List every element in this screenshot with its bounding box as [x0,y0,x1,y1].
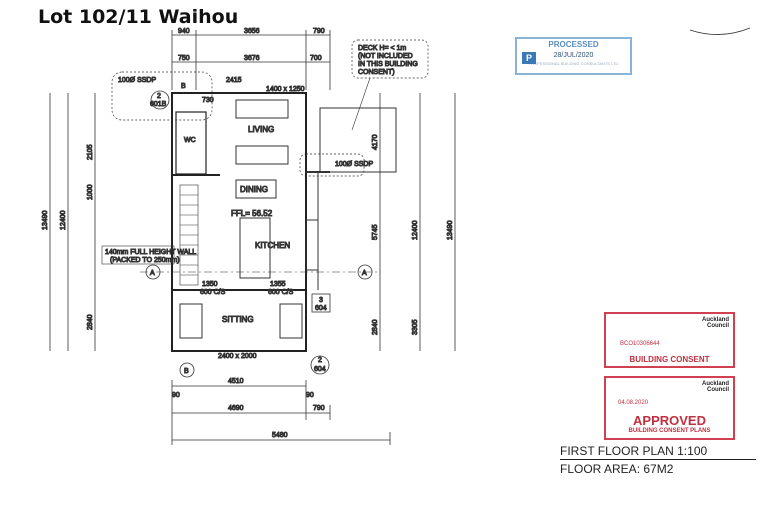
dimension-lines-bottom [171,380,391,445]
stair [179,184,199,286]
section-marker-b: B [181,83,186,90]
detail-marker: 2 [157,93,161,100]
room-label-dining: DINING [240,185,268,194]
dimension-lines-left [49,93,456,351]
dim-label: 13490 [42,210,49,230]
detail-marker: 604 [315,305,327,312]
section-marker-b: B [184,368,189,375]
dim-label: 4690 [228,405,244,412]
detail-marker: 2 [318,357,322,364]
dim-label: 700 [310,55,322,62]
dim-label: 3656 [244,28,260,35]
deck-note: CONSENT) [358,69,395,76]
dim-label: 13490 [447,220,454,240]
approved-date: 04.08.2020 [618,400,649,406]
dim-label: 5480 [272,432,288,439]
dim-label: 2415 [226,77,242,84]
room-label-wc: WC [184,137,196,144]
window-label: 1400 x 1250 [266,86,305,93]
furniture [179,99,319,339]
section-marker-a: A [150,270,155,277]
room-label-sitting: SITTING [222,315,254,324]
dim-label: 2840 [372,319,379,335]
dim-label: 90 [172,392,180,399]
ssdp-label: 100Ø SSDP [118,77,156,84]
processed-logo: P [522,52,536,64]
processed-stamp: P PROCESSED 28/JUL/2020 PROFESSIONAL BUI… [515,37,632,75]
dim-label: 2105 [87,144,94,160]
dimension-lines-top [171,30,331,90]
dim-label: 600 C/S [268,289,294,296]
wall-note: (PACKED TO 250mm) [110,257,180,264]
dim-label: 1000 [87,184,94,200]
walls [171,92,307,352]
detail-marker: 604 [314,366,326,373]
dim-label: 730 [202,97,214,104]
consent-number: BCO10306644 [620,341,660,347]
dim-label: 12400 [60,210,67,230]
dim-label: 790 [313,405,325,412]
plan-title: FIRST FLOOR PLAN 1:100 [560,444,756,460]
dim-label: 4510 [228,378,244,385]
consent-label: BUILDING CONSENT [629,355,710,364]
section-marker-a: A [362,270,367,277]
wall-note: 140mm FULL HEIGHT WALL [105,249,196,256]
arc-mark [689,27,751,35]
dim-label: 12400 [412,220,419,240]
ffl-label: FFL= 56.52 [231,209,273,218]
dim-label: 1350 [202,281,218,288]
dim-label: 90 [306,392,314,399]
deck [319,107,397,173]
approved-label: APPROVED [633,413,706,428]
dim-label: 5745 [372,224,379,240]
ssdp-label: 100Ø SSDP [335,161,373,168]
detail-marker: 3 [319,297,323,304]
deck-note: DECK H= < 1m [358,45,406,52]
dim-label: 4170 [372,134,379,150]
dim-label: 940 [178,28,190,35]
window-label: 2400 x 2000 [218,353,257,360]
page-title: Lot 102/11 Waihou [38,6,239,28]
dim-label: 2840 [87,314,94,330]
dim-label: 750 [178,55,190,62]
dim-label: 3305 [412,319,419,335]
dim-label: 1355 [270,281,286,288]
detail-marker: 601B [150,101,167,108]
processed-label: PROCESSED [548,40,599,49]
room-label-living: LIVING [248,125,274,134]
processed-sub: PROFESSIONAL BUILDING CONSULTANTS LTD [528,61,619,66]
deck-note: (NOT INCLUDED [358,53,413,60]
dim-label: 600 C/S [200,289,226,296]
room-label-kitchen: KITCHEN [255,241,290,250]
dim-label: 3676 [244,55,260,62]
processed-date: 28/JUL/2020 [553,52,594,59]
dim-label: 790 [313,28,325,35]
deck-note: IN THIS BUILDING [358,61,418,68]
approved-sub: BUILDING CONSENT PLANS [628,428,711,434]
floor-area: FLOOR AREA: 67M2 [560,462,674,476]
